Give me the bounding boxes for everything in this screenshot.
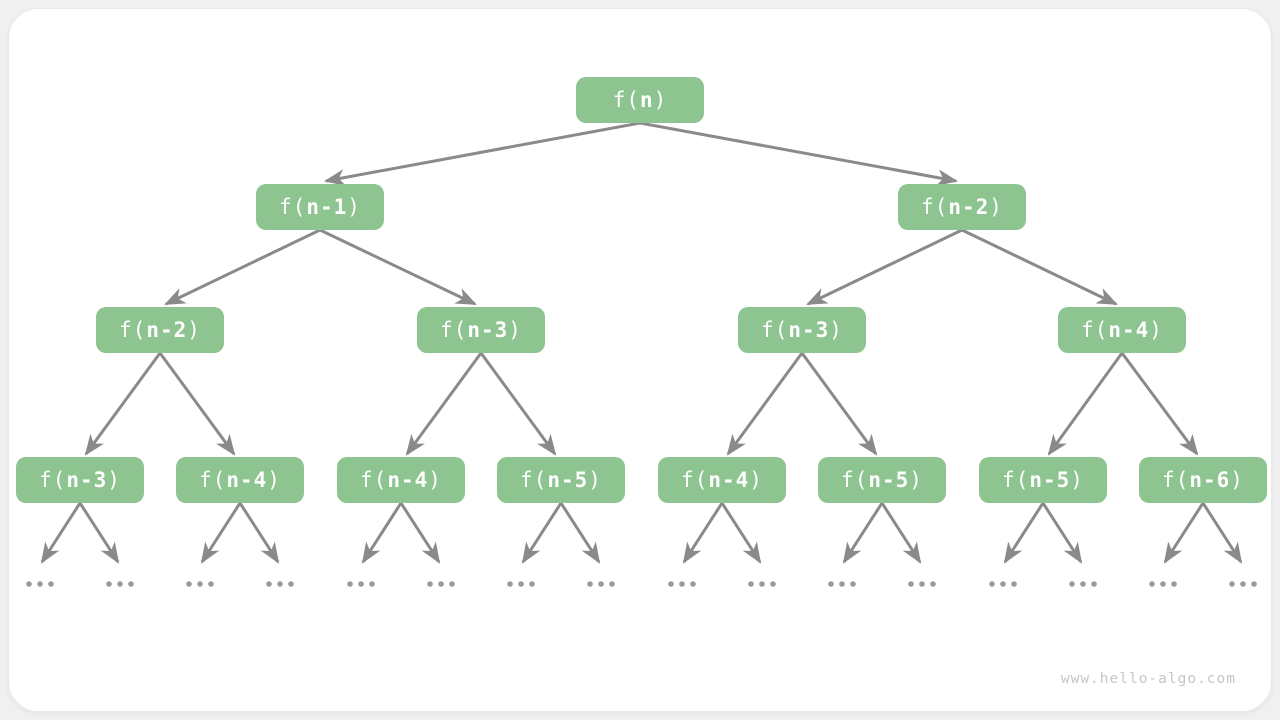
tree-node: f(n-4): [658, 457, 786, 503]
tree-node: f(n-3): [417, 307, 545, 353]
node-label-part: ): [829, 318, 843, 342]
node-label-part: f(: [681, 468, 709, 492]
node-label-part: n-6: [1189, 468, 1231, 492]
node-label-part: n-2: [146, 318, 188, 342]
node-label-part: n-1: [306, 195, 348, 219]
node-label-part: ): [1230, 468, 1244, 492]
node-label-part: ): [909, 468, 923, 492]
node-label-part: ): [588, 468, 602, 492]
node-label-part: ): [989, 195, 1003, 219]
node-label-part: ): [1149, 318, 1163, 342]
node-label-part: n-5: [547, 468, 589, 492]
node-label-part: n-4: [1108, 318, 1150, 342]
tree-node: f(n-6): [1139, 457, 1267, 503]
node-label-part: f(: [1081, 318, 1109, 342]
tree-node: f(n-5): [497, 457, 625, 503]
node-label-part: f(: [1002, 468, 1030, 492]
tree-node: f(n-4): [1058, 307, 1186, 353]
node-label-part: ): [107, 468, 121, 492]
node-label-part: f(: [119, 318, 147, 342]
node-label-part: ): [428, 468, 442, 492]
node-label-part: n-4: [387, 468, 429, 492]
tree-node: f(n-2): [96, 307, 224, 353]
node-label-part: ): [267, 468, 281, 492]
node-label-part: n-5: [1029, 468, 1071, 492]
node-label-part: ): [653, 88, 668, 112]
node-label-part: f(: [612, 88, 640, 112]
node-label-part: f(: [279, 195, 307, 219]
tree-node: f(n-3): [738, 307, 866, 353]
node-label-part: ): [1070, 468, 1084, 492]
node-label-part: n-4: [708, 468, 750, 492]
node-label-part: n-5: [868, 468, 910, 492]
tree-node: f(n-2): [898, 184, 1026, 230]
watermark: www.hello-algo.com: [1060, 671, 1236, 687]
tree-node: f(n-1): [256, 184, 384, 230]
node-label-part: f(: [921, 195, 949, 219]
tree-node: f(n-4): [337, 457, 465, 503]
node-label-part: n: [639, 88, 654, 112]
node-label-part: f(: [199, 468, 227, 492]
node-label-part: f(: [39, 468, 67, 492]
node-label-part: f(: [440, 318, 468, 342]
node-label-part: n-3: [788, 318, 830, 342]
tree-node: f(n): [576, 77, 704, 123]
node-label-part: f(: [360, 468, 388, 492]
node-label-part: ): [187, 318, 201, 342]
node-label-part: f(: [520, 468, 548, 492]
node-label-part: f(: [841, 468, 869, 492]
node-label-part: ): [749, 468, 763, 492]
tree-node: f(n-3): [16, 457, 144, 503]
node-label-part: ): [347, 195, 361, 219]
node-label-part: n-4: [226, 468, 268, 492]
node-label-part: n-2: [948, 195, 990, 219]
tree-node: f(n-4): [176, 457, 304, 503]
node-label-part: n-3: [467, 318, 509, 342]
tree-node: f(n-5): [818, 457, 946, 503]
node-label-part: ): [508, 318, 522, 342]
node-label-part: f(: [1162, 468, 1190, 492]
tree-node: f(n-5): [979, 457, 1107, 503]
node-label-part: n-3: [66, 468, 108, 492]
node-label-part: f(: [761, 318, 789, 342]
